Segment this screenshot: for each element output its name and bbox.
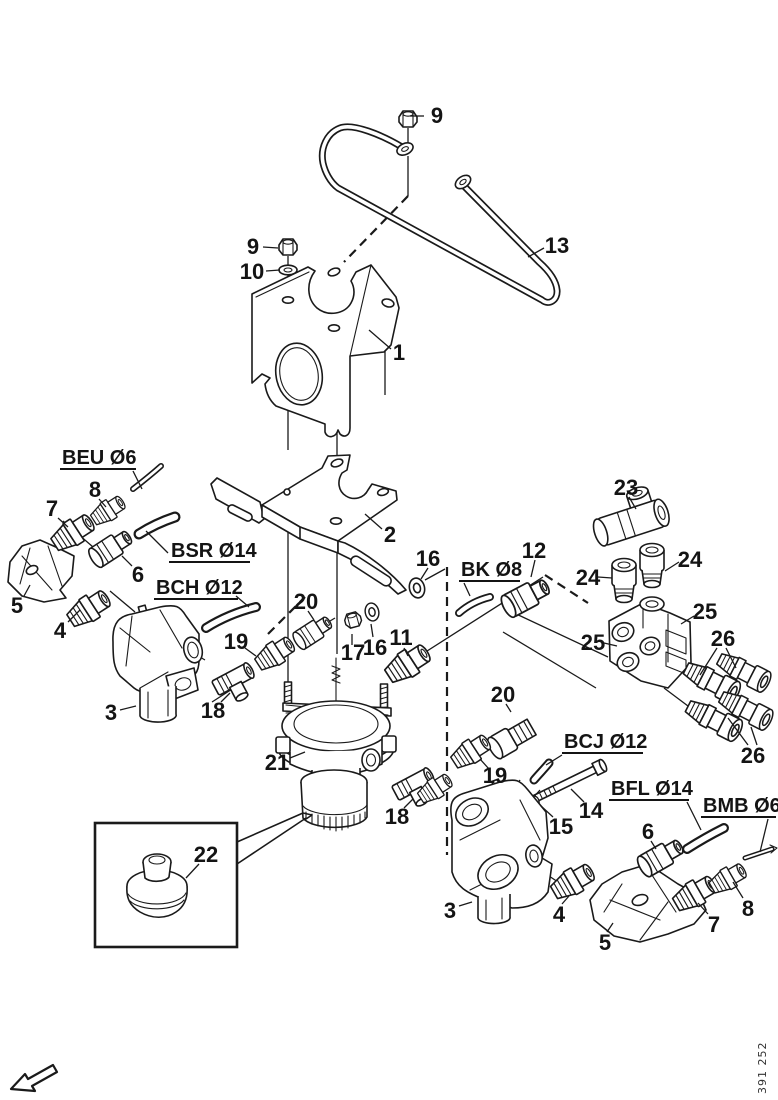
- part-3-valve-bottom: [450, 778, 553, 925]
- callout-19-left: 19: [224, 629, 248, 654]
- callout-3-left: 3: [105, 700, 117, 725]
- part-13-tube: [318, 123, 561, 306]
- callout-leaders: [23, 115, 769, 933]
- callout-4-left: 4: [54, 618, 67, 643]
- part-3-valve-left: [112, 604, 204, 723]
- hose-label-bsr: BSR Ø14: [171, 540, 257, 562]
- detail-box-22: [93, 812, 313, 949]
- callout-26-top: 26: [711, 626, 735, 651]
- callout-16-mid: 16: [363, 635, 387, 660]
- part-16-washer-top: [406, 575, 428, 601]
- callout-7-left: 7: [46, 496, 58, 521]
- callout-5-bottom: 5: [599, 930, 611, 955]
- hose-bmb: [742, 844, 778, 861]
- drawing-number: 391 252: [756, 1042, 769, 1095]
- hose-beu: [130, 463, 164, 492]
- callout-26-bottom: 26: [741, 743, 765, 768]
- part-16-washer-mid: [362, 601, 382, 623]
- part-21-filter: [300, 769, 368, 832]
- part-1-bracket: [251, 264, 400, 438]
- part-17-nut: [342, 610, 364, 630]
- callout-14: 14: [579, 798, 604, 823]
- callout-5-left: 5: [11, 593, 23, 618]
- part-24-valve-right: [639, 542, 665, 589]
- part-9-nut-top: [398, 110, 418, 128]
- callout-24-right: 24: [678, 547, 703, 572]
- callout-22: 22: [194, 842, 218, 867]
- callout-labels: 9 13 9 10 1 2 8 7 5 4 6 3 19 18 16 20 17…: [11, 103, 765, 955]
- callout-8-bottom: 8: [742, 896, 754, 921]
- callout-6-bottom: 6: [642, 819, 654, 844]
- callout-18-mid: 18: [385, 804, 409, 829]
- hose-label-bfl: BFL Ø14: [611, 778, 694, 800]
- callout-13: 13: [545, 233, 569, 258]
- callout-25-right: 25: [693, 599, 717, 624]
- part-4-fitting-bottom: [546, 858, 600, 905]
- callout-10: 10: [240, 259, 264, 284]
- callout-24-left: 24: [576, 565, 601, 590]
- part-9-nut-left: [278, 238, 298, 256]
- part-22-filter-cap: [126, 853, 188, 919]
- hose-bk: [455, 593, 494, 617]
- hose-label-bmb: BMB Ø6: [703, 795, 778, 817]
- callout-8-left: 8: [89, 477, 101, 502]
- hose-bcj: [529, 758, 554, 785]
- callout-20-right: 20: [491, 682, 515, 707]
- callout-12: 12: [522, 538, 546, 563]
- callout-25-left: 25: [581, 630, 605, 655]
- callout-4-bottom: 4: [553, 902, 566, 927]
- callout-21: 21: [265, 750, 289, 775]
- callout-9-left: 9: [247, 234, 259, 259]
- callout-15: 15: [549, 814, 573, 839]
- callout-11: 11: [389, 625, 412, 650]
- callout-3-bottom: 3: [444, 898, 456, 923]
- callout-6-left: 6: [132, 562, 144, 587]
- part-19-fitting-left: [251, 631, 300, 676]
- callout-1: 1: [393, 340, 405, 365]
- callout-16-top: 16: [416, 546, 440, 571]
- part-2-bracket: [210, 454, 407, 595]
- callout-2: 2: [384, 522, 396, 547]
- hose-label-bk: BK Ø8: [461, 559, 522, 581]
- part-20-fitting-right: [487, 718, 537, 760]
- callout-18-left: 18: [201, 698, 225, 723]
- dashed-lines: [267, 195, 589, 855]
- direction-arrow-icon: [9, 1063, 59, 1093]
- hose-bch: [201, 602, 261, 633]
- callout-9-top: 9: [431, 103, 443, 128]
- callout-20-left: 20: [294, 589, 318, 614]
- callout-17: 17: [341, 640, 365, 665]
- callout-19-right: 19: [483, 763, 507, 788]
- hose-label-bch: BCH Ø12: [156, 577, 243, 599]
- part-21-dryer: [275, 657, 397, 785]
- hose-reference-labels: BEU Ø6 BSR Ø14 BCH Ø12 BK Ø8 BCJ Ø12 BFL…: [60, 447, 778, 818]
- part-6-fitting-left: [85, 525, 137, 571]
- callout-23: 23: [614, 475, 638, 500]
- hose-bsr: [133, 511, 181, 540]
- hose-label-bcj: BCJ Ø12: [564, 731, 647, 753]
- part-4-fitting-left: [62, 585, 116, 633]
- hose-label-beu: BEU Ø6: [62, 447, 136, 469]
- part-25-manifold: [608, 596, 692, 689]
- part-5-block-left: [7, 539, 75, 603]
- callout-7-bottom: 7: [708, 912, 720, 937]
- part-24-valve-left: [611, 557, 637, 604]
- hose-bfl: [682, 823, 729, 854]
- part-23-tee: [592, 486, 670, 547]
